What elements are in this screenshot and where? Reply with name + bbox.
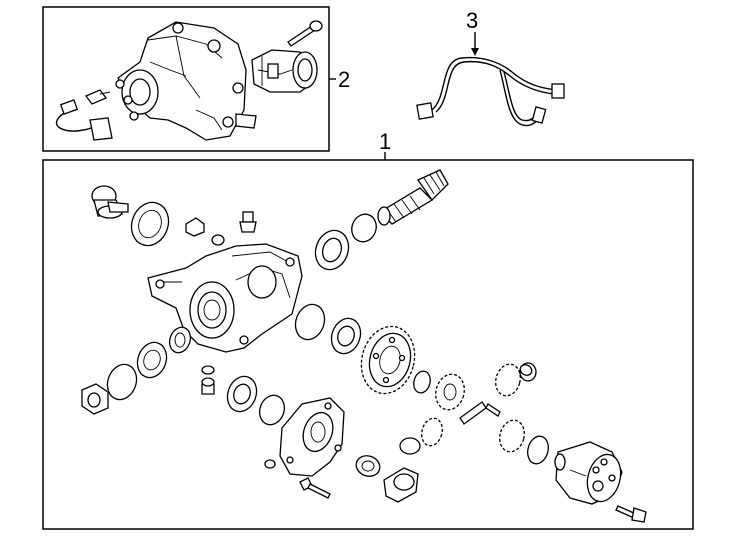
pinion-shim-illustration[interactable]: [348, 211, 380, 246]
side-flange-illustration[interactable]: [383, 467, 419, 503]
actuator-motor-illustration[interactable]: [251, 49, 318, 93]
pinion-pin-illustration[interactable]: [459, 401, 501, 425]
differential-box: [42, 159, 694, 530]
spacer-ring-illustration[interactable]: [291, 300, 330, 343]
side-gear-lower-illustration[interactable]: [399, 416, 551, 466]
cover-shim-illustration[interactable]: [256, 392, 289, 428]
washer-ring-illustration[interactable]: [103, 360, 142, 403]
side-gear-upper-illustration[interactable]: [432, 371, 468, 413]
callout-1: 1: [379, 129, 391, 154]
rear-cover-illustration[interactable]: [279, 397, 345, 477]
plug-illustration[interactable]: [185, 217, 225, 246]
carrier-assembly-illustration[interactable]: [115, 21, 257, 141]
front-bearing-illustration[interactable]: [166, 324, 194, 355]
pinion-bearing-illustration[interactable]: [310, 226, 354, 275]
callout-2: 2: [338, 67, 350, 92]
cover-bearing-illustration[interactable]: [223, 372, 262, 415]
front-seal-illustration[interactable]: [133, 338, 172, 381]
thrust-washer-illustration[interactable]: [411, 369, 432, 394]
wiring-harness-illustration[interactable]: [416, 56, 565, 127]
differential-case-illustration[interactable]: [554, 441, 626, 505]
case-bolt-illustration[interactable]: [615, 505, 647, 523]
callout-3: 3: [466, 8, 478, 33]
cover-bolt-illustration[interactable]: [299, 477, 331, 499]
fill-plug-illustration[interactable]: [239, 211, 257, 233]
drive-pinion-illustration[interactable]: [377, 169, 449, 226]
cover-washer-illustration[interactable]: [264, 459, 276, 469]
vent-cap-illustration[interactable]: [91, 185, 129, 219]
side-seal-illustration[interactable]: [353, 452, 382, 479]
oil-seal-illustration[interactable]: [126, 197, 175, 251]
breather-illustration[interactable]: [201, 377, 215, 395]
differential-pinion-illustration[interactable]: [492, 361, 537, 398]
flange-nut-illustration[interactable]: [81, 383, 109, 415]
carrier-housing-illustration[interactable]: [147, 243, 303, 353]
sensor-wire-illustration[interactable]: [55, 89, 113, 141]
actuator-bolt-illustration[interactable]: [287, 20, 323, 47]
small-washer-illustration[interactable]: [201, 365, 215, 375]
side-bearing-illustration[interactable]: [327, 314, 366, 357]
ring-gear-illustration[interactable]: [354, 320, 422, 399]
